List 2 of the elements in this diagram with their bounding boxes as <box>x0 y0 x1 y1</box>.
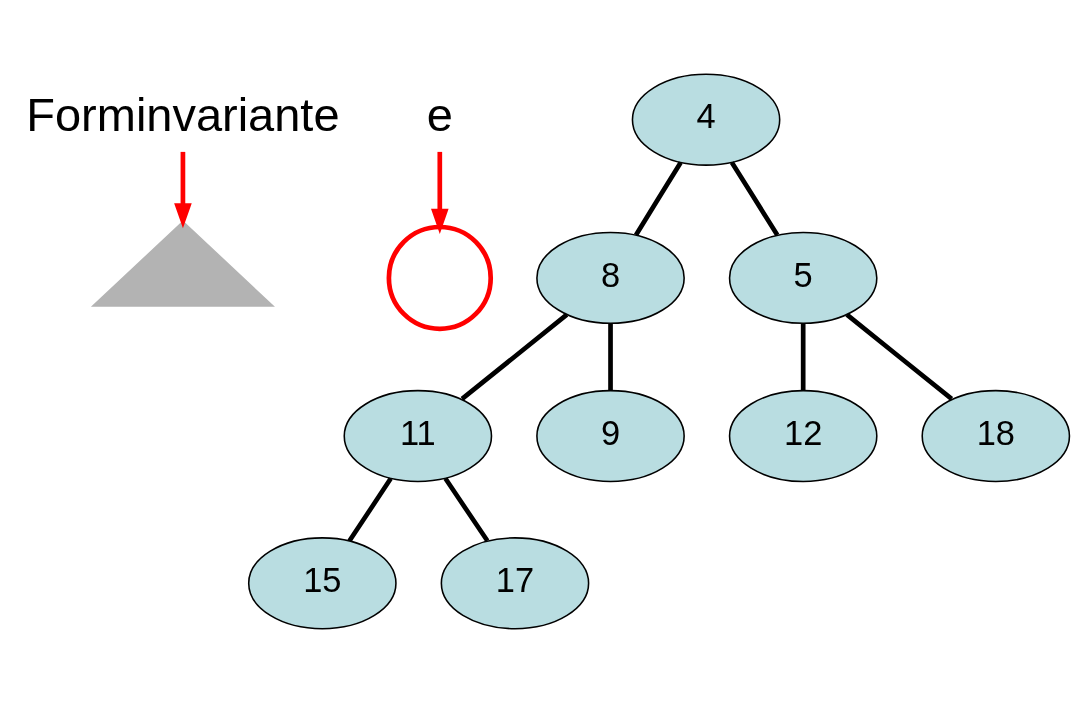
node-text: e <box>426 87 453 141</box>
node-text: Forminvariante <box>26 87 340 141</box>
